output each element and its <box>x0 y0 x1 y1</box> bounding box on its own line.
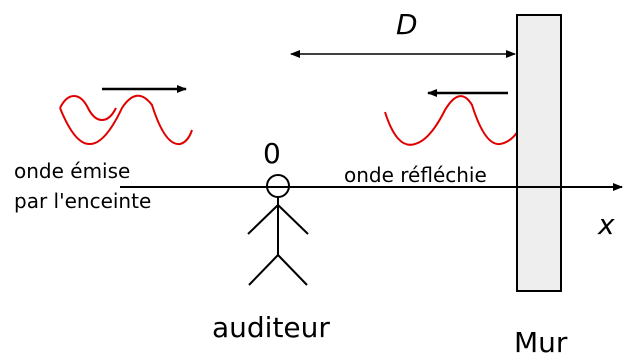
emitted-wave-continued <box>59 94 193 146</box>
wall <box>516 14 562 292</box>
emitted-wave-label-line1: onde émise <box>14 159 130 183</box>
listener-figure <box>247 174 309 286</box>
reflected-wave-label: onde réfléchie <box>344 163 487 187</box>
emitted-wave <box>59 95 117 121</box>
wall-label: Mur <box>514 326 568 359</box>
emitted-wave-label-line2: par l'enceinte <box>14 189 151 213</box>
origin-label: 0 <box>263 137 281 170</box>
distance-label: D <box>396 8 418 41</box>
listener-label: auditeur <box>212 311 330 344</box>
axis-label: x <box>597 208 615 241</box>
reflected-wave <box>384 95 521 146</box>
